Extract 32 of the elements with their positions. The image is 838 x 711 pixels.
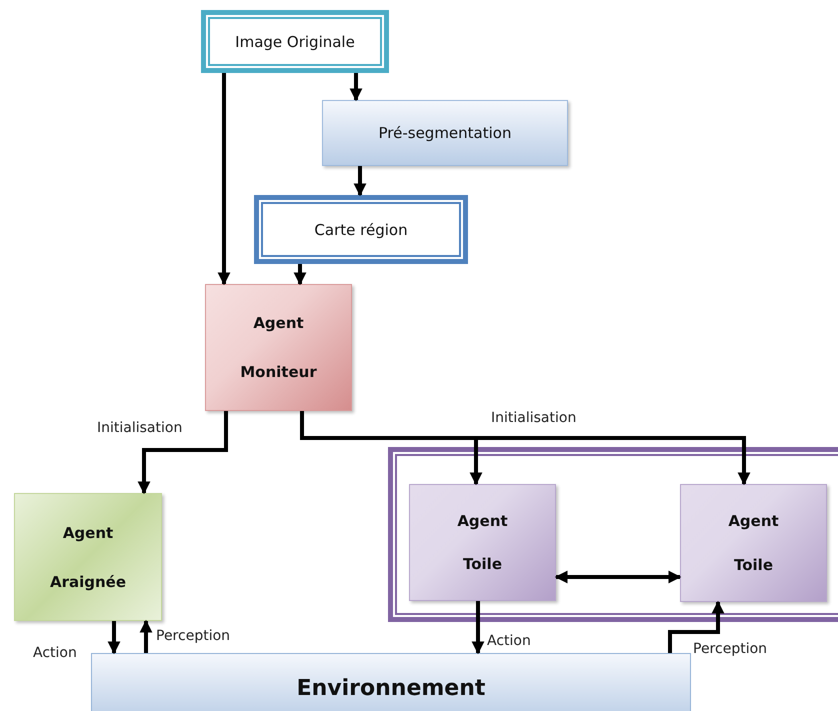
node-label: Agent: [457, 512, 508, 530]
arrow: [218, 73, 230, 286]
node-label: Agent: [253, 314, 304, 332]
arrow: [350, 73, 362, 102]
edge-label: Perception: [155, 628, 232, 644]
node-label: Agent: [62, 524, 114, 542]
agent-box: [409, 484, 556, 601]
arrow: [668, 600, 724, 653]
arrow: [554, 570, 682, 584]
arrow: [472, 601, 484, 654]
agent-box: [680, 484, 827, 602]
node-label: Environnement: [296, 676, 486, 700]
node-label: Image Originale: [235, 32, 355, 50]
process-box: [322, 100, 568, 166]
node-label: Carte région: [314, 220, 408, 238]
arrow: [300, 411, 750, 486]
node-label: Toile: [462, 555, 502, 574]
arrow: [108, 621, 120, 654]
node-label: Agent: [728, 512, 779, 530]
arrow: [354, 166, 366, 196]
arrow: [294, 264, 306, 286]
output-box: [254, 195, 468, 264]
node-label: Pré-segmentation: [378, 124, 512, 142]
edge-label: Perception: [692, 641, 768, 657]
arrow: [140, 620, 152, 653]
input-box: [201, 10, 389, 73]
node-label: Araignée: [50, 572, 126, 590]
arrow: [138, 411, 228, 494]
agent-box: [205, 284, 352, 411]
node-label: Moniteur: [240, 362, 317, 381]
agent-box: [14, 493, 162, 621]
node-label: Toile: [734, 556, 773, 574]
